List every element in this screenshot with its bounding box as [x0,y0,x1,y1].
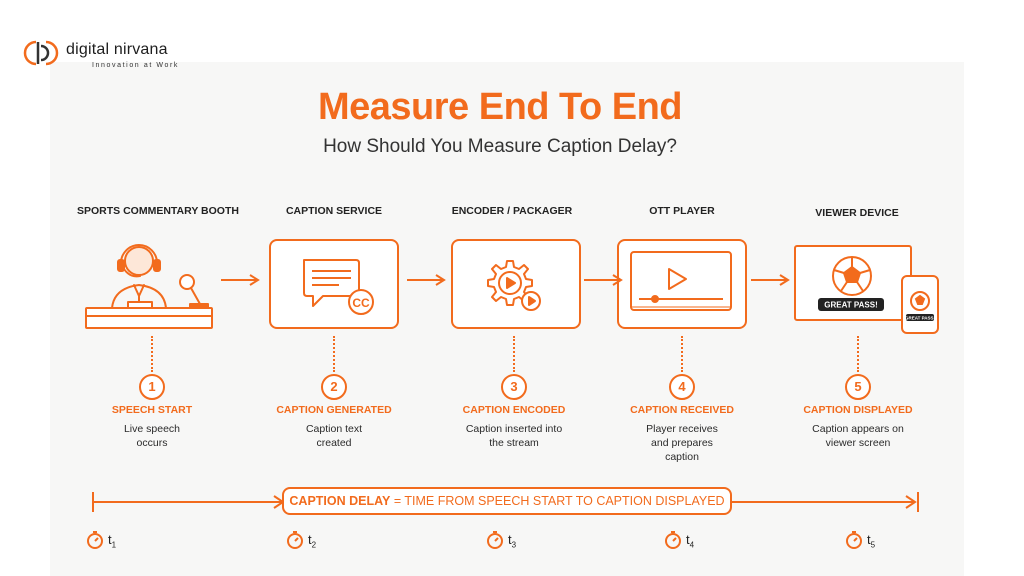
step-heading-2: CAPTION GENERATED [276,404,392,416]
stage-title-viewer-device: VIEWER DEVICE [815,207,899,219]
brand-logo: digital nirvana Innovation at Work [22,38,192,72]
step-description-5: Caption appears on viewer screen [812,423,904,449]
flow-arrow-icon [584,274,623,286]
brand-tagline: Innovation at Work [92,62,180,69]
page-title: Measure End To End [317,86,683,128]
step-number-2: 2 [321,374,347,400]
connector-line [857,336,859,372]
step-heading-5: CAPTION DISPLAYED [803,404,913,416]
encoder-gear-icon [487,260,541,311]
stopwatch-icon [846,531,862,549]
step-description-4: Player receives and prepares caption [646,423,718,463]
cc-label: CC [352,296,370,310]
step-heading-4: CAPTION RECEIVED [630,404,734,416]
connector-line [151,336,153,372]
stage-title-encoder: ENCODER / PACKAGER [451,205,573,217]
timer-t3: t3 [486,530,546,550]
stopwatch-icon [487,531,503,549]
stopwatch-icon [665,531,681,549]
video-player-icon [630,251,732,311]
caption-delay-label: CAPTION DELAY [289,494,391,508]
stage-title-booth: SPORTS COMMENTARY BOOTH [77,205,239,217]
ott-player-box [617,239,747,329]
step-description-1: Live speech occurs [123,423,181,449]
flow-arrow-icon [751,274,790,286]
flow-arrow-icon [221,274,260,286]
step-heading-3: CAPTION ENCODED [462,404,566,416]
page-subtitle: How Should You Measure Caption Delay? [323,136,677,157]
phone-caption-text: GREAT PASS! [905,316,936,321]
step-number-5: 5 [845,374,871,400]
timer-label: t [686,532,690,547]
commentator-icon [84,236,214,332]
step-number-1: 1 [139,374,165,400]
connector-line [513,336,515,372]
encoder-box [451,239,581,329]
connector-line [681,336,683,372]
stage-title-ott-player: OTT PLAYER [649,205,715,217]
timer-label: t [308,532,312,547]
caption-cc-icon: CC [303,259,374,315]
connector-line [333,336,335,372]
step-description-2: Caption text created [305,423,363,449]
timer-label: t [867,532,871,547]
brand-mark-icon [23,40,59,66]
tv-caption-text: GREAT PASS! [824,301,877,310]
brand-name: digital nirvana [66,41,168,58]
stage-title-caption-service: CAPTION SERVICE [285,205,383,217]
timer-label: t [508,532,512,547]
timer-subscript: 2 [311,540,317,550]
caption-delay-text: = TIME FROM SPEECH START TO CAPTION DISP… [393,494,725,508]
step-description-3: Caption inserted into the stream [465,423,563,449]
caption-delay-definition: CAPTION DELAY = TIME FROM SPEECH START T… [282,487,732,515]
timer-subscript: 1 [111,540,117,550]
timer-subscript: 5 [870,540,876,550]
step-number-3: 3 [501,374,527,400]
timer-subscript: 3 [511,540,517,550]
step-number-4: 4 [669,374,695,400]
caption-service-box: CC [269,239,399,329]
timer-t2: t2 [286,530,346,550]
stopwatch-icon [87,531,103,549]
flow-arrow-icon [407,274,446,286]
step-heading-1: SPEECH START [111,404,193,416]
timer-t1: t1 [86,530,146,550]
timer-t4: t4 [664,530,724,550]
tv-phone-icon: GREAT PASS! GREAT PASS! [792,243,942,335]
timer-label: t [108,532,112,547]
stopwatch-icon [287,531,303,549]
timer-subscript: 4 [689,540,695,550]
timer-t5: t5 [845,530,905,550]
